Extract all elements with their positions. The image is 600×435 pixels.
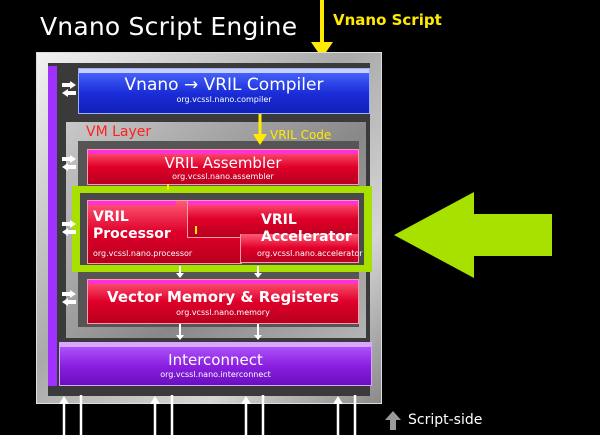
compiler-package: org.vcssl.nano.compiler bbox=[176, 95, 272, 104]
assembler-title: VRIL Assembler bbox=[164, 154, 282, 172]
interconnect-box: Interconnect org.vcssl.nano.interconnect bbox=[59, 342, 372, 386]
input-label: Vnano Script bbox=[333, 11, 442, 29]
processor-title-line1: VRIL bbox=[93, 209, 129, 225]
interconnect-pillar bbox=[48, 66, 57, 386]
assembler-box: VRIL Assembler org.vcssl.nano.assembler bbox=[87, 149, 359, 185]
accelerator-title-line1: VRIL bbox=[261, 212, 297, 228]
accelerator-title-line2: Accelerator bbox=[261, 229, 352, 245]
vm-layer-label: VM Layer bbox=[86, 124, 152, 140]
interconnect-package: org.vcssl.nano.interconnect bbox=[160, 370, 271, 379]
assembler-package: org.vcssl.nano.assembler bbox=[172, 172, 274, 181]
vril-code-label: VRIL Code bbox=[270, 128, 332, 142]
processor-package: org.vcssl.nano.processor bbox=[93, 249, 193, 258]
script-side-label: Script-side bbox=[408, 412, 483, 428]
compiler-box: Vnano → VRIL Compiler org.vcssl.nano.com… bbox=[78, 68, 370, 114]
memory-title: Vector Memory & Registers bbox=[107, 288, 339, 306]
accelerator-package: org.vcssl.nano.accelerator bbox=[257, 249, 363, 258]
accelerator-box-lower bbox=[240, 234, 359, 263]
memory-package: org.vcssl.nano.memory bbox=[176, 308, 270, 317]
highlight-arrow-icon bbox=[394, 192, 552, 278]
interconnect-title: Interconnect bbox=[168, 351, 263, 369]
memory-box: Vector Memory & Registers org.vcssl.nano… bbox=[87, 279, 359, 324]
processor-title-line2: Processor bbox=[93, 226, 171, 242]
accelerator-box bbox=[187, 200, 359, 238]
compiler-title: Vnano → VRIL Compiler bbox=[124, 75, 324, 95]
engine-title: Vnano Script Engine bbox=[40, 12, 298, 41]
